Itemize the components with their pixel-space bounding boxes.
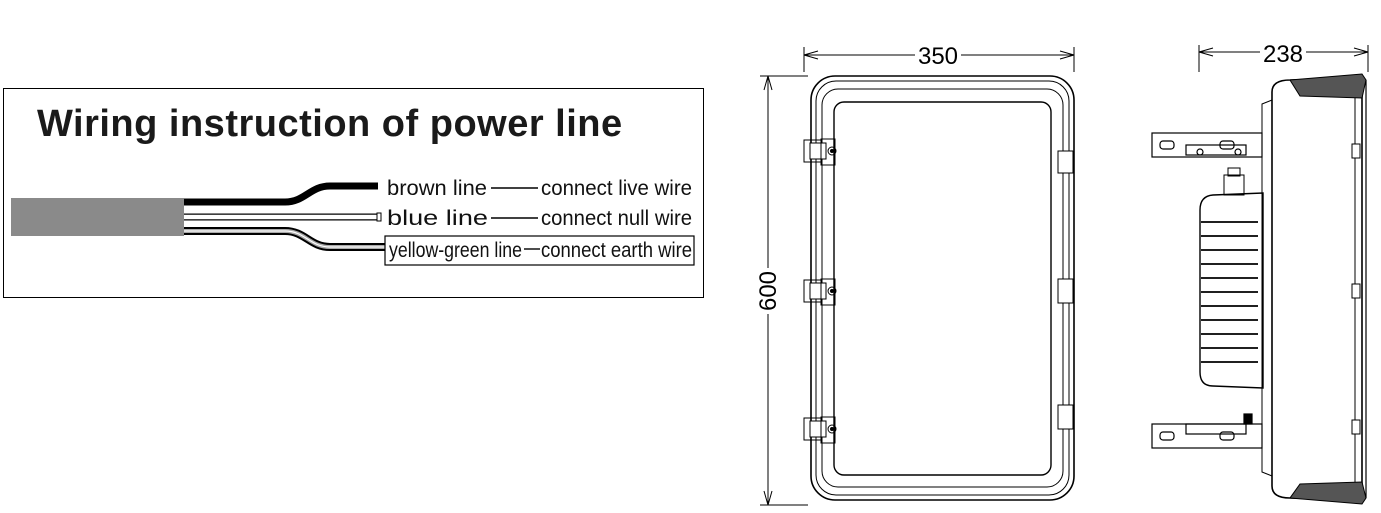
blue-line-label: blue line	[387, 207, 488, 230]
null-wire-label: connect null wire	[541, 207, 692, 230]
cable-sheath	[11, 198, 184, 236]
live-wire-label: connect live wire	[541, 177, 692, 200]
heat-sink-fins	[1201, 221, 1258, 363]
height-dimension-label: 600	[755, 271, 782, 311]
yellow-green-wire	[184, 227, 385, 251]
side-clips	[1351, 143, 1361, 435]
brown-line-label: brown line	[387, 177, 487, 200]
depth-dimension-label: 238	[1263, 41, 1303, 68]
earth-label-box	[384, 235, 695, 266]
wiring-instruction-panel: Wiring instruction of power line	[3, 88, 704, 298]
power-cable-illustration	[11, 182, 385, 251]
earth-wire-label: connect earth wire	[541, 239, 692, 262]
lower-bracket	[1151, 413, 1263, 449]
brown-wire	[184, 182, 378, 206]
left-hinges	[803, 138, 837, 444]
right-latches	[1057, 150, 1074, 430]
wiring-title: Wiring instruction of power line	[37, 103, 623, 145]
wire-labels: brown line connect live wire blue line c…	[384, 177, 695, 266]
front-view: 350 600	[755, 40, 1075, 506]
yellow-green-line-label: yellow-green line	[389, 239, 522, 262]
side-view: 238	[1151, 38, 1369, 505]
upper-bracket	[1151, 132, 1263, 158]
width-dimension-label: 350	[918, 43, 958, 70]
